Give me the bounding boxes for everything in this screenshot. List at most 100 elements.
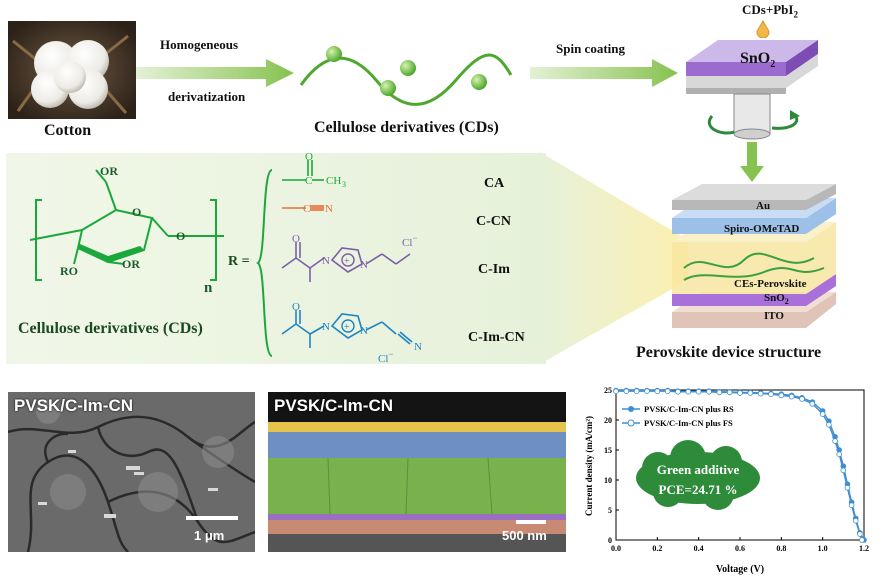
svg-text:O: O bbox=[305, 151, 313, 163]
x-tick-label: 0.4 bbox=[694, 544, 704, 553]
arrow-spin-coating bbox=[530, 59, 678, 87]
spin-coater bbox=[686, 40, 818, 140]
data-point bbox=[695, 388, 702, 395]
data-point bbox=[706, 388, 712, 395]
cotton-photo bbox=[8, 21, 136, 119]
substrate-label: SnO2 bbox=[740, 50, 776, 71]
group-cimcn: C-Im-CN bbox=[468, 330, 525, 345]
y-tick-label: 25 bbox=[604, 386, 612, 395]
data-point bbox=[654, 388, 661, 394]
data-point bbox=[857, 531, 863, 537]
data-point bbox=[747, 390, 754, 396]
layer-perovskite: CEs-Perovskite bbox=[734, 278, 807, 290]
annotation-line2: PCE=24.71 % bbox=[659, 482, 738, 497]
arrow1-line1: Homogeneous bbox=[160, 37, 238, 52]
arrow-down bbox=[740, 142, 764, 182]
data-point bbox=[778, 392, 785, 399]
y-tick-label: 15 bbox=[604, 446, 612, 455]
sem-cross-section-image: PVSK/C-Im-CN 500 nm bbox=[268, 392, 566, 552]
legend-fs: PVSK/C-Im-CN plus FS bbox=[644, 418, 733, 428]
device-title: Perovskite device structure bbox=[636, 344, 822, 361]
svg-text:N: N bbox=[325, 203, 333, 215]
chart-xlabel: Voltage (V) bbox=[716, 564, 764, 575]
data-point bbox=[737, 390, 743, 396]
data-point bbox=[726, 389, 733, 396]
data-point bbox=[757, 390, 764, 397]
data-point bbox=[832, 438, 838, 444]
arrow2-label: Spin coating bbox=[556, 41, 625, 56]
svg-text:Cl−: Cl− bbox=[402, 233, 417, 249]
r-brace bbox=[256, 169, 273, 357]
svg-text:CH: CH bbox=[326, 175, 341, 187]
layer-spiro: Spiro-OMeTAD bbox=[724, 223, 800, 235]
y-tick-label: 5 bbox=[608, 506, 612, 515]
cotton-label: Cotton bbox=[44, 122, 92, 139]
sem-mid-scale: 500 nm bbox=[502, 528, 547, 543]
data-point bbox=[788, 393, 795, 400]
x-tick-label: 1.0 bbox=[818, 544, 828, 553]
svg-text:+: + bbox=[344, 256, 350, 267]
svg-text:N: N bbox=[360, 259, 368, 271]
svg-text:+: + bbox=[344, 322, 350, 333]
chem-panel-label: Cellulose derivatives (CDs) bbox=[18, 320, 203, 337]
data-point bbox=[675, 388, 681, 395]
sem-topview-image: PVSK/C-Im-CN 1 μm bbox=[8, 392, 255, 552]
svg-text:O: O bbox=[176, 229, 185, 243]
data-point bbox=[809, 400, 816, 407]
svg-text:N: N bbox=[322, 255, 330, 267]
data-point bbox=[799, 396, 805, 402]
data-point bbox=[623, 388, 630, 394]
svg-text:O: O bbox=[292, 233, 300, 245]
r-equals: R = bbox=[228, 254, 250, 269]
y-tick-label: 10 bbox=[604, 476, 612, 485]
svg-text:C: C bbox=[303, 203, 310, 215]
cellulose-chain-icon bbox=[299, 46, 513, 106]
cellulose-structure: OR O O RO OR n bbox=[29, 164, 224, 296]
sem-left-scalebar bbox=[186, 516, 238, 520]
data-point bbox=[826, 421, 832, 428]
group-ca: CA bbox=[484, 176, 505, 191]
data-point bbox=[848, 502, 855, 508]
device-stack bbox=[672, 184, 836, 328]
x-tick-label: 0.2 bbox=[652, 544, 662, 553]
or-top: OR bbox=[100, 164, 118, 178]
repeat-n: n bbox=[204, 280, 213, 296]
or-right: OR bbox=[122, 257, 140, 271]
svg-text:O: O bbox=[132, 205, 141, 219]
chemistry-panel bbox=[6, 153, 546, 364]
svg-text:Cl−: Cl− bbox=[378, 349, 393, 365]
svg-text:3: 3 bbox=[342, 180, 346, 189]
data-point bbox=[716, 389, 723, 396]
data-point bbox=[852, 518, 859, 524]
y-tick-label: 20 bbox=[604, 416, 612, 425]
svg-text:N: N bbox=[322, 321, 330, 333]
group-ccn: C-CN bbox=[476, 214, 511, 229]
x-tick-label: 0.0 bbox=[611, 544, 621, 553]
sem-mid-tag: PVSK/C-Im-CN bbox=[274, 396, 394, 415]
arrow-derivatization bbox=[136, 59, 294, 87]
chart-ylabel: Current density (mA/cm²) bbox=[584, 416, 594, 516]
layer-au: Au bbox=[756, 200, 771, 212]
x-tick-label: 0.6 bbox=[735, 544, 745, 553]
drop-label: CDs+PbI2 bbox=[742, 2, 798, 20]
sem-left-tag: PVSK/C-Im-CN bbox=[14, 396, 134, 415]
arrow1-line2: derivatization bbox=[168, 89, 246, 104]
chart-legend: PVSK/C-Im-CN plus RS PVSK/C-Im-CN plus F… bbox=[622, 404, 734, 428]
svg-text:N: N bbox=[414, 341, 422, 353]
layer-ito: ITO bbox=[764, 310, 784, 322]
data-point bbox=[768, 391, 774, 398]
data-point bbox=[644, 388, 650, 394]
x-tick-label: 0.8 bbox=[776, 544, 786, 553]
svg-text:N: N bbox=[360, 325, 368, 337]
y-tick-label: 0 bbox=[608, 536, 612, 545]
data-point bbox=[819, 411, 826, 417]
layer-sno2: SnO2 bbox=[764, 292, 789, 307]
svg-text:C: C bbox=[305, 175, 312, 187]
droplet-icon bbox=[756, 20, 770, 38]
group-cim: C-Im bbox=[478, 262, 510, 277]
sem-mid-scalebar bbox=[516, 520, 546, 524]
annotation-line1: Green additive bbox=[657, 462, 740, 477]
data-point bbox=[633, 388, 640, 394]
sem-left-scale: 1 μm bbox=[194, 528, 225, 543]
data-point bbox=[836, 451, 843, 457]
